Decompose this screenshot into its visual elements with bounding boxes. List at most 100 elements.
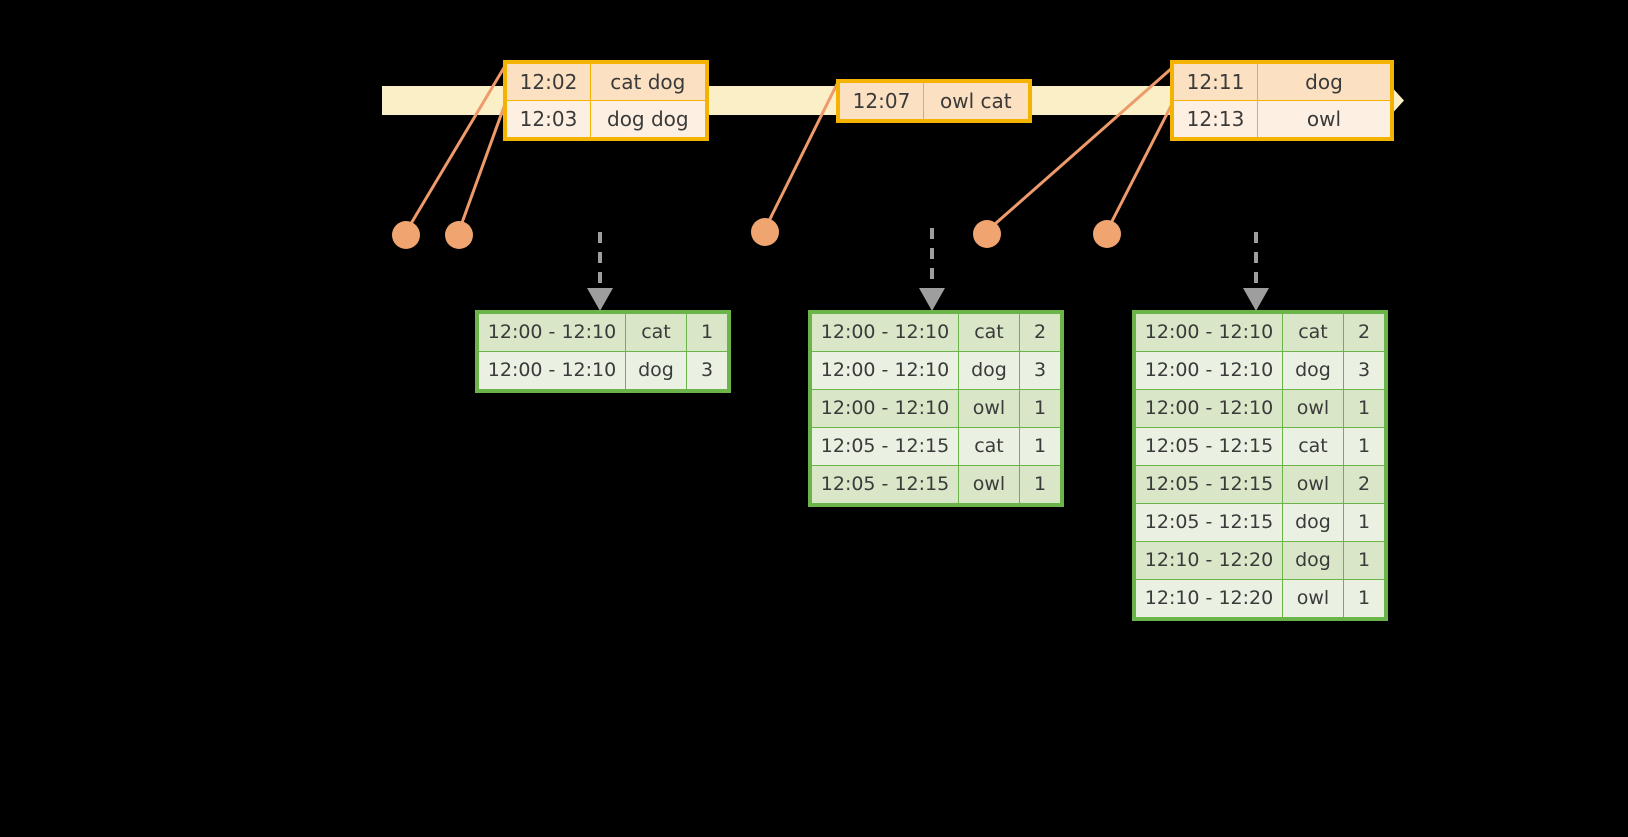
emit-arrowheads bbox=[587, 288, 1269, 311]
event-words: dog bbox=[1257, 63, 1391, 101]
event-group-1[interactable]: 12:02 cat dog 12:03 dog dog bbox=[503, 60, 709, 141]
event-dot-4 bbox=[973, 220, 1001, 248]
emit-arrowhead-2 bbox=[919, 288, 945, 311]
event-time: 12:02 bbox=[506, 63, 591, 101]
event-time: 12:07 bbox=[839, 82, 924, 120]
event-row[interactable]: 12:03 dog dog bbox=[506, 100, 706, 138]
key-cell: owl bbox=[958, 465, 1020, 504]
table-row[interactable]: 12:05 - 12:15 dog 1 bbox=[1135, 503, 1385, 542]
count-cell: 3 bbox=[1343, 351, 1385, 390]
table-row[interactable]: 12:05 - 12:15 owl 2 bbox=[1135, 465, 1385, 504]
event-group-1-table: 12:02 cat dog 12:03 dog dog bbox=[506, 63, 706, 138]
event-row[interactable]: 12:11 dog bbox=[1173, 63, 1391, 101]
window-cell: 12:05 - 12:15 bbox=[811, 427, 959, 466]
key-cell: dog bbox=[625, 351, 687, 390]
connector-line-5 bbox=[1105, 103, 1174, 232]
connector-line-3 bbox=[763, 83, 839, 230]
window-cell: 12:05 - 12:15 bbox=[1135, 427, 1283, 466]
key-cell: cat bbox=[1282, 313, 1344, 352]
result-table-3[interactable]: 12:00 - 12:10 cat 2 12:00 - 12:10 dog 3 … bbox=[1132, 310, 1388, 621]
table-row[interactable]: 12:05 - 12:15 cat 1 bbox=[1135, 427, 1385, 466]
window-cell: 12:00 - 12:10 bbox=[811, 313, 959, 352]
event-dot-1 bbox=[392, 221, 420, 249]
event-dots bbox=[392, 218, 1121, 249]
result-table-1-grid: 12:00 - 12:10 cat 1 12:00 - 12:10 dog 3 bbox=[478, 313, 728, 390]
event-row[interactable]: 12:02 cat dog bbox=[506, 63, 706, 101]
table-row[interactable]: 12:00 - 12:10 owl 1 bbox=[811, 389, 1061, 428]
result-table-3-grid: 12:00 - 12:10 cat 2 12:00 - 12:10 dog 3 … bbox=[1135, 313, 1385, 618]
key-cell: dog bbox=[1282, 351, 1344, 390]
window-cell: 12:05 - 12:15 bbox=[1135, 503, 1283, 542]
count-cell: 1 bbox=[1019, 465, 1061, 504]
result-table-2[interactable]: 12:00 - 12:10 cat 2 12:00 - 12:10 dog 3 … bbox=[808, 310, 1064, 507]
key-cell: owl bbox=[958, 389, 1020, 428]
key-cell: cat bbox=[1282, 427, 1344, 466]
event-time: 12:11 bbox=[1173, 63, 1258, 101]
key-cell: owl bbox=[1282, 465, 1344, 504]
count-cell: 2 bbox=[1019, 313, 1061, 352]
event-time: 12:13 bbox=[1173, 100, 1258, 138]
event-words: dog dog bbox=[590, 100, 706, 138]
count-cell: 1 bbox=[1343, 389, 1385, 428]
key-cell: dog bbox=[958, 351, 1020, 390]
key-cell: dog bbox=[1282, 541, 1344, 580]
count-cell: 1 bbox=[1343, 579, 1385, 618]
table-row[interactable]: 12:05 - 12:15 cat 1 bbox=[811, 427, 1061, 466]
connector-line-1 bbox=[404, 65, 507, 233]
event-group-3-table: 12:11 dog 12:13 owl bbox=[1173, 63, 1391, 138]
event-group-3[interactable]: 12:11 dog 12:13 owl bbox=[1170, 60, 1394, 141]
emit-arrows bbox=[598, 228, 1258, 290]
event-words: owl cat bbox=[923, 82, 1029, 120]
key-cell: cat bbox=[958, 427, 1020, 466]
window-cell: 12:00 - 12:10 bbox=[478, 313, 626, 352]
table-row[interactable]: 12:00 - 12:10 cat 2 bbox=[811, 313, 1061, 352]
table-row[interactable]: 12:00 - 12:10 cat 1 bbox=[478, 313, 728, 352]
count-cell: 3 bbox=[686, 351, 728, 390]
count-cell: 1 bbox=[1343, 541, 1385, 580]
emit-arrowhead-3 bbox=[1243, 288, 1269, 311]
count-cell: 1 bbox=[1019, 389, 1061, 428]
event-group-2-table: 12:07 owl cat bbox=[839, 82, 1029, 120]
table-row[interactable]: 12:00 - 12:10 dog 3 bbox=[478, 351, 728, 390]
key-cell: cat bbox=[625, 313, 687, 352]
window-cell: 12:00 - 12:10 bbox=[811, 351, 959, 390]
key-cell: dog bbox=[1282, 503, 1344, 542]
window-cell: 12:00 - 12:10 bbox=[1135, 389, 1283, 428]
result-table-2-grid: 12:00 - 12:10 cat 2 12:00 - 12:10 dog 3 … bbox=[811, 313, 1061, 504]
table-row[interactable]: 12:10 - 12:20 owl 1 bbox=[1135, 579, 1385, 618]
key-cell: cat bbox=[958, 313, 1020, 352]
window-cell: 12:10 - 12:20 bbox=[1135, 579, 1283, 618]
key-cell: owl bbox=[1282, 579, 1344, 618]
event-group-2[interactable]: 12:07 owl cat bbox=[836, 79, 1032, 123]
count-cell: 2 bbox=[1343, 313, 1385, 352]
emit-arrowhead-1 bbox=[587, 288, 613, 311]
event-dot-3 bbox=[751, 218, 779, 246]
key-cell: owl bbox=[1282, 389, 1344, 428]
event-dot-5 bbox=[1093, 220, 1121, 248]
result-table-1[interactable]: 12:00 - 12:10 cat 1 12:00 - 12:10 dog 3 bbox=[475, 310, 731, 393]
table-row[interactable]: 12:10 - 12:20 dog 1 bbox=[1135, 541, 1385, 580]
window-cell: 12:10 - 12:20 bbox=[1135, 541, 1283, 580]
event-row[interactable]: 12:07 owl cat bbox=[839, 82, 1029, 120]
count-cell: 3 bbox=[1019, 351, 1061, 390]
window-cell: 12:00 - 12:10 bbox=[478, 351, 626, 390]
table-row[interactable]: 12:05 - 12:15 owl 1 bbox=[811, 465, 1061, 504]
table-row[interactable]: 12:00 - 12:10 dog 3 bbox=[1135, 351, 1385, 390]
window-cell: 12:05 - 12:15 bbox=[811, 465, 959, 504]
table-row[interactable]: 12:00 - 12:10 owl 1 bbox=[1135, 389, 1385, 428]
window-cell: 12:05 - 12:15 bbox=[1135, 465, 1283, 504]
count-cell: 1 bbox=[1343, 427, 1385, 466]
count-cell: 2 bbox=[1343, 465, 1385, 504]
window-cell: 12:00 - 12:10 bbox=[811, 389, 959, 428]
event-row[interactable]: 12:13 owl bbox=[1173, 100, 1391, 138]
table-row[interactable]: 12:00 - 12:10 cat 2 bbox=[1135, 313, 1385, 352]
event-time: 12:03 bbox=[506, 100, 591, 138]
event-words: owl bbox=[1257, 100, 1391, 138]
table-row[interactable]: 12:00 - 12:10 dog 3 bbox=[811, 351, 1061, 390]
count-cell: 1 bbox=[686, 313, 728, 352]
count-cell: 1 bbox=[1019, 427, 1061, 466]
connector-line-2 bbox=[457, 103, 507, 232]
event-words: cat dog bbox=[590, 63, 706, 101]
event-dot-2 bbox=[445, 221, 473, 249]
